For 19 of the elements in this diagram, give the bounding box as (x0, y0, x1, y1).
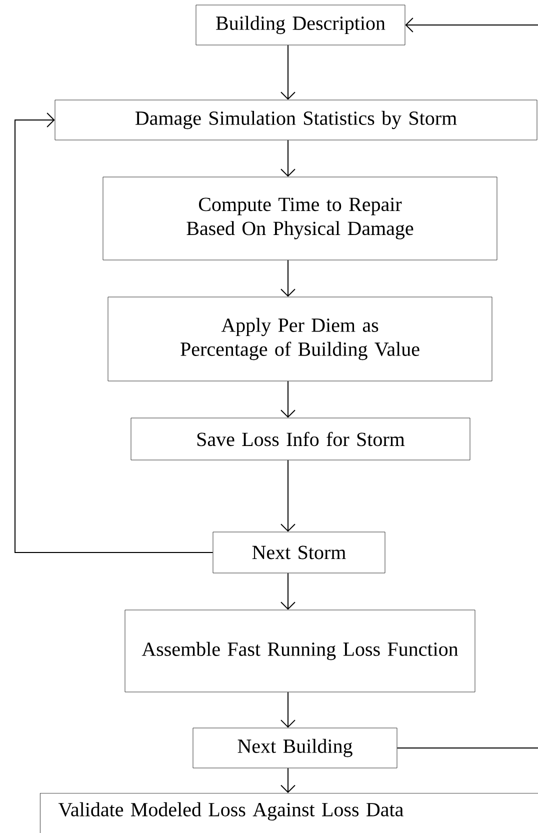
arrow (280, 44, 296, 100)
process-box: Validate Modeled Loss Against Loss Data (40, 793, 538, 833)
process-box: Next Storm (212, 532, 386, 574)
process-box: Compute Time to Repair Based On Physical Damage (102, 176, 498, 260)
arrow (280, 380, 296, 418)
process-box: Building Description (196, 4, 406, 46)
process-box: Assemble Fast Running Loss Function (124, 610, 476, 692)
process-box: Save Loss Info for Storm (130, 418, 470, 460)
arrow (280, 572, 296, 610)
process-box: Next Building (192, 728, 398, 768)
arrow (280, 460, 296, 532)
process-box: Apply Per Diem as Percentage of Building Value (108, 296, 492, 382)
arrow (14, 112, 214, 553)
arrow (280, 692, 296, 728)
arrow (280, 260, 296, 297)
arrow (405, 18, 538, 32)
arrow (280, 140, 296, 177)
arrow (280, 768, 296, 793)
process-box: Damage Simulation Statistics by Storm (54, 100, 538, 140)
